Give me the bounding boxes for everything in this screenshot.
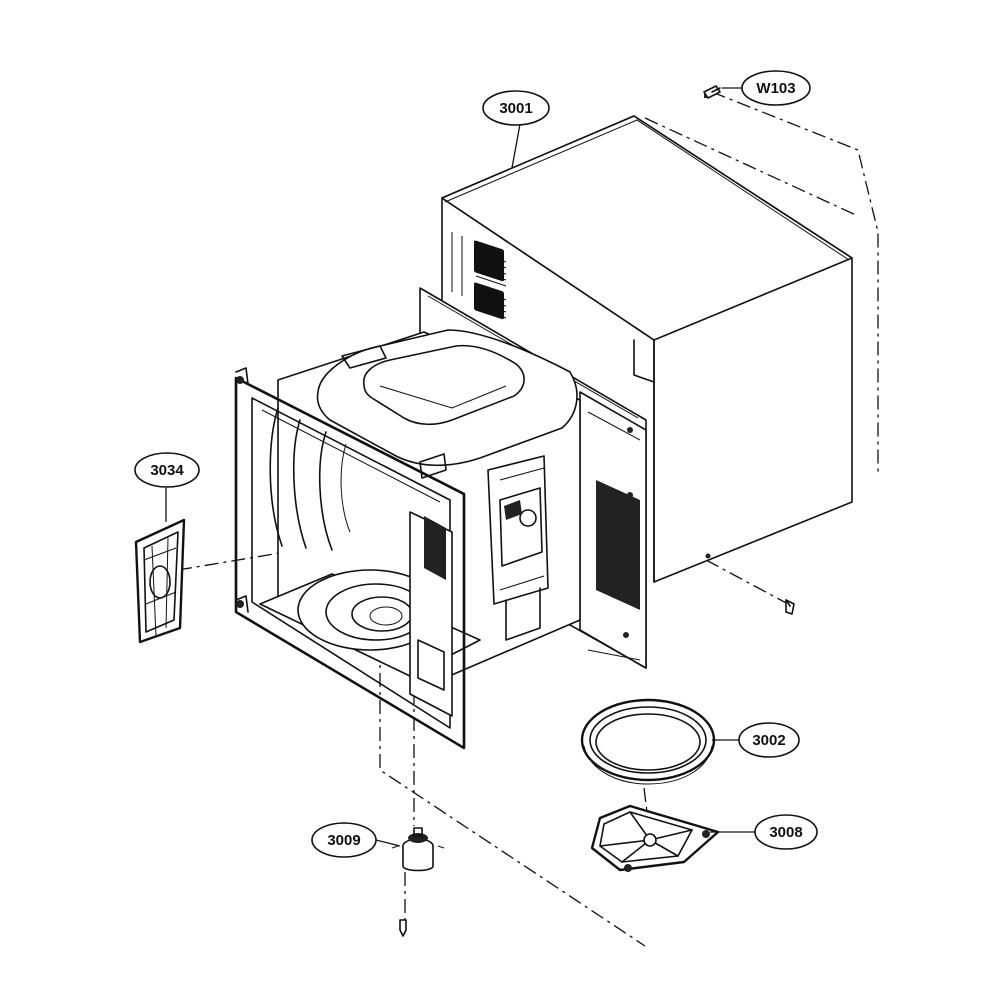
callout-3001: 3001 [482,90,550,126]
callout-label-3034: 3034 [150,462,184,479]
roller-guide [590,804,720,872]
callout-W103: W103 [741,70,811,106]
callout-label-3009: 3009 [327,832,360,849]
glass-tray [580,698,716,785]
callout-3002: 3002 [738,722,800,758]
callout-label-W103: W103 [756,80,795,97]
callout-label-3001: 3001 [499,100,532,117]
turntable-motor [391,827,445,872]
cabinet-screw-bottom [785,599,795,615]
callout-3034: 3034 [134,452,200,488]
callout-3008: 3008 [754,814,818,850]
motor-screw [399,919,407,937]
cabinet-screw-top [703,85,721,99]
callout-label-3002: 3002 [752,732,785,749]
oven-cavity [234,287,647,750]
waveguide-cover [134,518,186,644]
cabinet [441,115,853,583]
callout-3009: 3009 [311,822,377,858]
cabinet-vent-slots [475,251,507,319]
callout-label-3008: 3008 [769,824,802,841]
